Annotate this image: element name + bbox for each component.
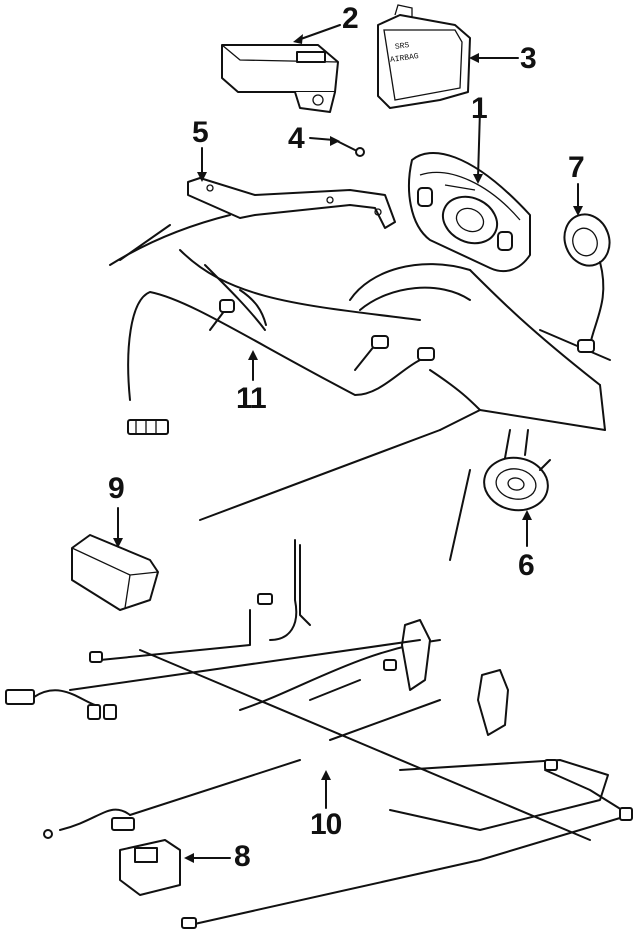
callout-5: 5 xyxy=(192,116,209,149)
floor-and-seats xyxy=(239,539,609,831)
part-3-airbag-cover xyxy=(377,4,471,109)
callout-8: 8 xyxy=(234,840,251,873)
part-7-spiral-cable xyxy=(563,213,611,353)
part-1-steering-wheel-pad xyxy=(408,152,531,273)
part-10-floor-harness xyxy=(5,593,633,929)
part-11-dash-harness xyxy=(127,291,435,435)
part-5-bracket xyxy=(187,177,396,229)
callout-10: 10 xyxy=(310,808,342,841)
part-2-airbag-module xyxy=(221,44,339,113)
callout-leaders xyxy=(113,24,583,863)
callout-9: 9 xyxy=(108,472,125,505)
callout-6: 6 xyxy=(518,549,535,582)
callout-3: 3 xyxy=(520,42,537,75)
callout-2: 2 xyxy=(342,2,359,35)
callout-7: 7 xyxy=(568,151,585,184)
part-4-bolt xyxy=(334,139,365,157)
part-8-side-sensor xyxy=(119,839,181,896)
callout-11: 11 xyxy=(236,382,267,415)
part-6-horn xyxy=(483,429,551,512)
car-body-outline xyxy=(109,214,611,561)
callout-4: 4 xyxy=(288,122,305,155)
part-9-sensor-module xyxy=(71,534,159,611)
callout-1: 1 xyxy=(471,92,488,125)
